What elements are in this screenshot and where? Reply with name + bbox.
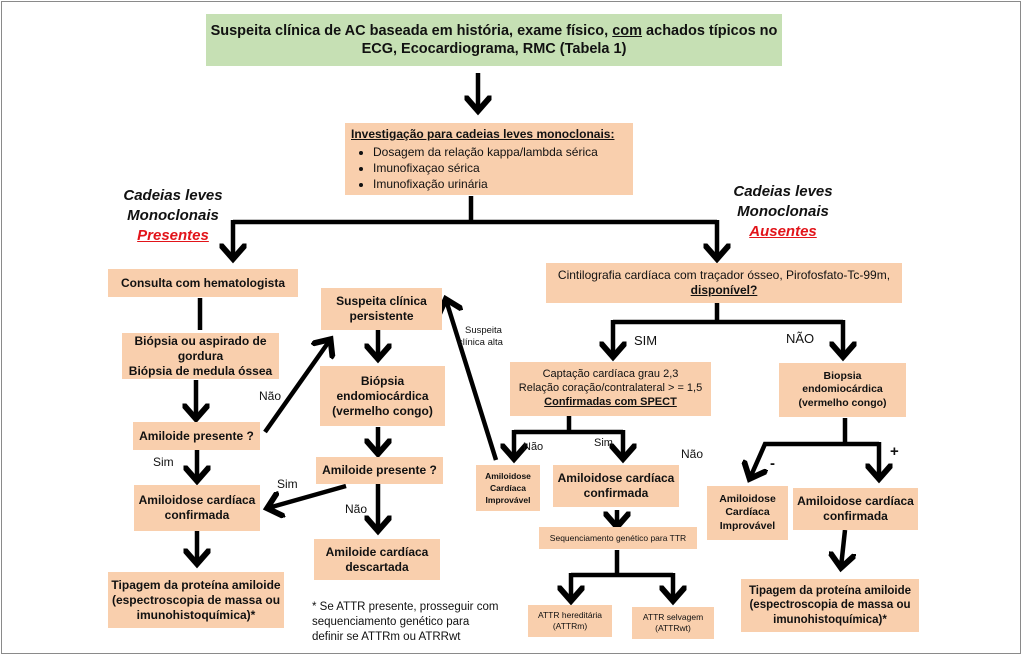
branch-present-label: Cadeias leves Monoclonais Presentes	[108, 186, 238, 246]
title-line2: ECG, Ecocardiograma, RMC (Tabela 1)	[361, 41, 627, 57]
improbable-small-box: Amiloidose Cardíaca Improvável	[476, 465, 540, 511]
arrow-rbiopsy-minus	[750, 441, 879, 478]
label-nao-floating: Não	[681, 447, 704, 461]
discarded-box: Amiloide cardíaca descartada	[314, 539, 440, 580]
investigation-item: Imunofixação urinária	[373, 176, 598, 192]
label-nao-left: Não	[259, 389, 282, 403]
investigation-item: Dosagem da relação kappa/lambda sérica	[373, 144, 598, 160]
improbable-box: Amiloidose Cardíaca Improvável	[707, 486, 788, 540]
label-sim-upper: SIM	[634, 333, 658, 348]
label-sim-uptake: Sim	[594, 437, 613, 449]
label-sim-mid: Sim	[277, 477, 298, 491]
branch-absent-label: Cadeias leves Monoclonais Ausentes	[718, 182, 848, 242]
hereditary-box: ATTR hereditária (ATTRm)	[528, 605, 612, 637]
label-plus: +	[890, 443, 899, 460]
title-line1-post: achados típicos no	[642, 22, 778, 39]
investigation-box: Investigação para cadeias leves monoclon…	[345, 123, 633, 195]
label-minus: -	[770, 455, 775, 472]
label-nao-upper: NÃO	[786, 331, 815, 346]
mid-endo-biopsy-box: Biópsia endomiocárdica (vermelho congo)	[320, 366, 445, 426]
title-line1-underlined: com	[612, 22, 643, 39]
title-line1-pre: Suspeita clínica de AC baseada em histór…	[210, 22, 613, 39]
status-absent: Ausentes	[749, 223, 817, 240]
status-present: Presentes	[137, 227, 209, 244]
investigation-list: Dosagem da relação kappa/lambda sérica I…	[351, 144, 598, 192]
left-confirmed-box: Amiloidose cardíaca confirmada	[134, 485, 260, 531]
left-amyloid-present-box: Amiloide presente ?	[133, 422, 260, 450]
scintigraphy-box: Cintilografia cardíaca com traçador ósse…	[546, 263, 902, 303]
label-high-suspicion: Suspeita clínica alta	[458, 325, 503, 348]
label-sim-left: Sim	[153, 455, 174, 469]
title-box: Suspeita clínica de AC baseada em histór…	[206, 14, 782, 66]
arrow-high-suspicion	[446, 300, 499, 461]
wild-type-box: ATTR selvagem (ATTRwt)	[632, 607, 714, 639]
mid-amyloid-present-box: Amiloide presente ?	[316, 457, 443, 484]
arrow-sim-to-confirmed	[268, 483, 347, 508]
sequencing-box: Sequenciamento genético para TTR	[539, 527, 697, 549]
arrow-confirmed2-to-typing	[841, 529, 845, 567]
left-typing-box: Tipagem da proteína amiloide (espectrosc…	[108, 572, 284, 628]
right-typing-box: Tipagem da proteína amiloide (espectrosc…	[741, 579, 919, 632]
label-nao-mid: Não	[345, 502, 368, 516]
footnote: * Se ATTR presente, prosseguir com seque…	[312, 601, 499, 643]
right-confirmed-box: Amiloidose cardíaca confirmada	[553, 465, 679, 507]
right-confirmed2-box: Amiloidose cardíaca confirmada	[793, 488, 918, 530]
persistent-suspicion-box: Suspeita clínica persistente	[321, 288, 442, 330]
fat-biopsy-box: Biópsia ou aspirado de gordura Biópsia d…	[122, 333, 279, 379]
investigation-item: Imunofixaçao sérica	[373, 160, 598, 176]
uptake-criteria-box: Captação cardíaca grau 2,3 Relação coraç…	[510, 362, 711, 416]
hematologist-box: Consulta com hematologista	[108, 269, 298, 297]
investigation-heading: Investigação para cadeias leves monoclon…	[351, 126, 615, 141]
label-nao-uptake: Não	[523, 441, 544, 453]
arrow-nao-to-suspicion	[263, 340, 330, 434]
right-endo-biopsy-box: Biopsia endomiocárdica (vermelho congo)	[779, 363, 906, 417]
